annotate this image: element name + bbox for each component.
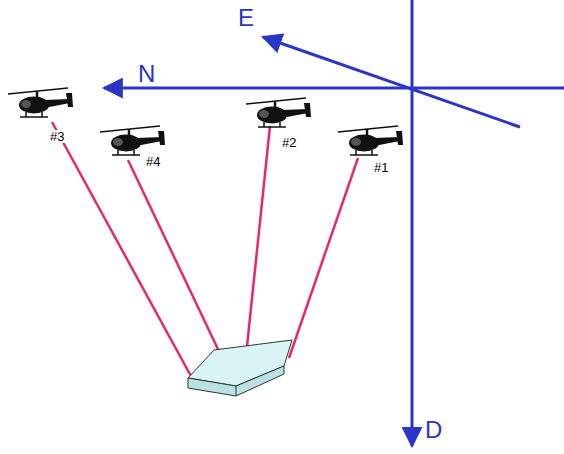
tether-line: [289, 158, 358, 358]
tether-line: [246, 126, 270, 356]
helicopter: [100, 126, 165, 155]
helicopter: [246, 98, 311, 127]
down-axis: [411, 0, 414, 446]
axes: [104, 0, 564, 446]
callout-number: #4: [145, 155, 161, 168]
north-axis: [104, 87, 564, 90]
load-box: [188, 340, 292, 396]
tethers: [52, 122, 358, 387]
helicopter: [8, 88, 73, 117]
callout-number: #3: [49, 130, 65, 143]
axis-label: D: [425, 418, 442, 442]
callout-number: #1: [373, 161, 389, 174]
axis-label: N: [138, 62, 155, 86]
callout-number: #2: [281, 136, 297, 149]
axis-label: E: [238, 6, 254, 30]
helicopter: [338, 126, 403, 155]
